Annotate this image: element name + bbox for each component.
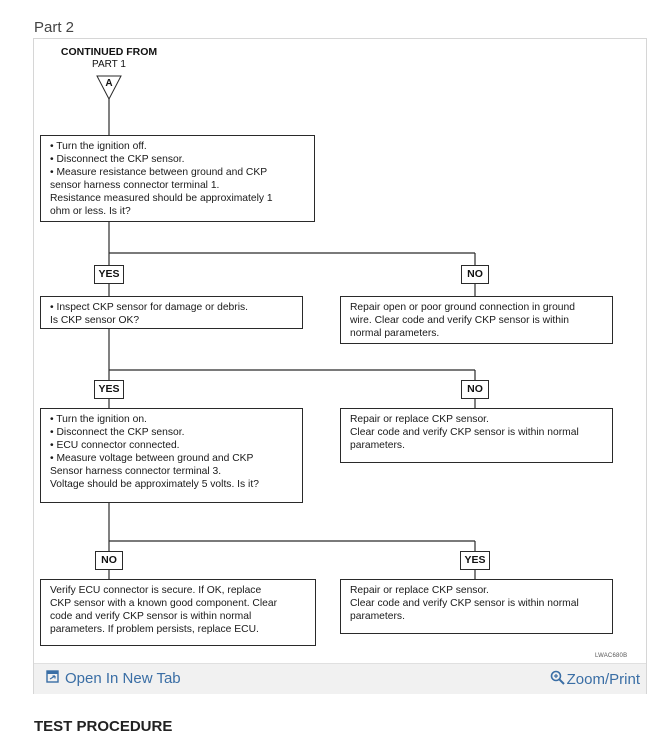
step2-no-line: wire. Clear code and verify CKP sensor i…	[350, 315, 569, 326]
step4-no-line: code and verify CKP sensor is within nor…	[50, 611, 252, 622]
no-label-1: NO	[461, 265, 489, 284]
no-label-3: NO	[95, 551, 123, 570]
step4-yes-line: parameters.	[350, 611, 405, 622]
figure-code: LWAC680B	[595, 653, 628, 659]
step4-yes-line: Clear code and verify CKP sensor is with…	[350, 598, 579, 609]
step1-line: Resistance measured should be approximat…	[50, 193, 273, 204]
yes-label-1: YES	[94, 265, 124, 284]
connector-a-triangle	[96, 75, 122, 101]
zoom-icon	[550, 670, 565, 689]
new-tab-icon	[46, 670, 59, 687]
step-replace-sensor-2: Repair or replace CKP sensor. Clear code…	[340, 579, 613, 634]
zoom-print-label: Zoom/Print	[566, 671, 640, 688]
part-title: Part 2	[34, 19, 75, 36]
step3-no-line: Clear code and verify CKP sensor is with…	[350, 427, 579, 438]
section-heading: TEST PROCEDURE	[34, 718, 173, 735]
step1-line: sensor harness connector terminal 1.	[50, 180, 220, 191]
step1-line: ohm or less. Is it?	[50, 206, 131, 217]
step2-no-line: normal parameters.	[350, 328, 440, 339]
yes-label-3: YES	[460, 551, 490, 570]
flowchart-diagram[interactable]: CONTINUED FROM PART 1 A • Turn the ignit…	[37, 39, 646, 661]
step2-yes-line: • Inspect CKP sensor for damage or debri…	[50, 302, 249, 313]
step2-yes-line: Is CKP sensor OK?	[50, 315, 140, 326]
start-label: CONTINUED FROM	[60, 46, 158, 58]
step3-yes-line: Voltage should be approximately 5 volts.…	[50, 479, 259, 490]
flowchart-connectors	[96, 75, 476, 579]
step3-yes-line: Sensor harness connector terminal 3.	[50, 466, 222, 477]
open-new-tab-label: Open In New Tab	[65, 670, 181, 687]
start-sublabel: PART 1	[92, 59, 126, 70]
yes-label-2: YES	[94, 380, 124, 399]
step4-no-line: CKP sensor with a known good component. …	[50, 598, 278, 609]
connector-letter: A	[105, 78, 113, 89]
step3-no-line: parameters.	[350, 440, 405, 451]
step1-line: • Turn the ignition off.	[50, 141, 147, 152]
image-action-bar: Open In New Tab Zoom/Print	[34, 663, 646, 694]
step-replace-sensor-1: Repair or replace CKP sensor. Clear code…	[340, 408, 613, 463]
step4-no-line: Verify ECU connector is secure. If OK, r…	[50, 585, 262, 596]
no-label-2: NO	[461, 380, 489, 399]
step-measure-resistance: • Turn the ignition off. • Disconnect th…	[40, 135, 315, 222]
zoom-print-link[interactable]: Zoom/Print	[550, 670, 640, 689]
step2-no-line: Repair open or poor ground connection in…	[350, 302, 575, 313]
step1-line: • Measure resistance between ground and …	[50, 167, 268, 178]
step3-no-line: Repair or replace CKP sensor.	[350, 414, 489, 425]
step4-yes-line: Repair or replace CKP sensor.	[350, 585, 489, 596]
step-verify-ecu: Verify ECU connector is secure. If OK, r…	[40, 579, 316, 646]
step-measure-voltage: • Turn the ignition on. • Disconnect the…	[40, 408, 303, 503]
step4-no-line: parameters. If problem persists, replace…	[50, 624, 259, 635]
step-inspect-sensor: • Inspect CKP sensor for damage or debri…	[40, 296, 303, 329]
step1-line: • Disconnect the CKP sensor.	[50, 154, 185, 165]
step3-yes-line: • Measure voltage between ground and CKP	[50, 453, 254, 464]
step3-yes-line: • ECU connector connected.	[50, 440, 180, 451]
step3-yes-line: • Disconnect the CKP sensor.	[50, 427, 185, 438]
step-repair-ground: Repair open or poor ground connection in…	[340, 296, 613, 344]
open-new-tab-link[interactable]: Open In New Tab	[46, 670, 181, 687]
step3-yes-line: • Turn the ignition on.	[50, 414, 147, 425]
